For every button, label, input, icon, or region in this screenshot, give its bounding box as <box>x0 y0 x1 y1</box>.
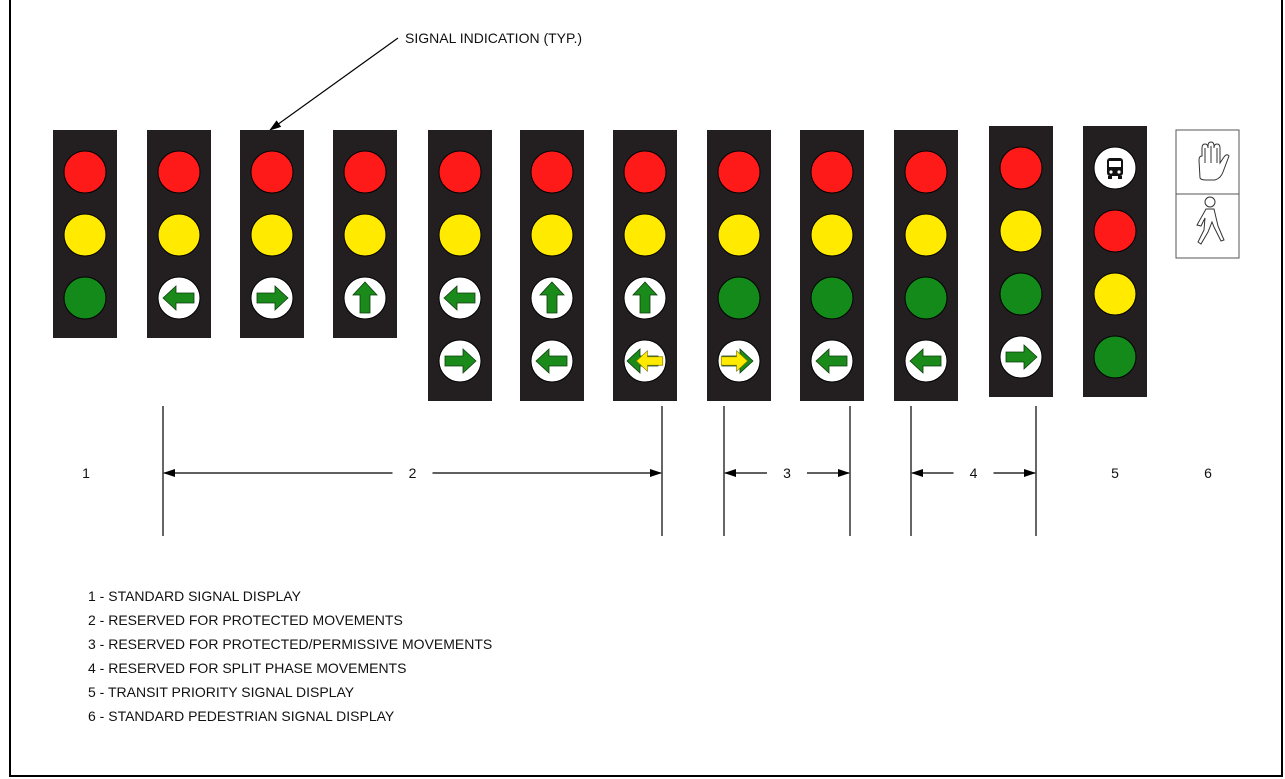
group-2: 2 <box>162 406 663 536</box>
signal-3 <box>240 130 304 338</box>
lens-yellow <box>63 213 107 257</box>
lens-green <box>717 276 761 320</box>
lens-red <box>157 150 201 194</box>
lens-arrow-left <box>157 276 201 320</box>
group-6: 6 <box>1204 465 1212 481</box>
lens-yellow <box>530 213 574 257</box>
group-label: 5 <box>1111 465 1119 481</box>
group-label: 3 <box>783 465 791 481</box>
lens-red <box>250 150 294 194</box>
pedestrian-signal <box>1175 129 1240 259</box>
lens-red <box>717 150 761 194</box>
callout-label: SIGNAL INDICATION (TYP.) <box>405 30 582 46</box>
lens-red <box>343 150 387 194</box>
signal-11 <box>989 126 1053 397</box>
group-1: 1 <box>82 465 90 481</box>
lens-arrow-right <box>999 335 1043 379</box>
signal-12 <box>1083 126 1147 397</box>
lens-flash-left <box>623 339 667 383</box>
group-label: 1 <box>82 465 90 481</box>
legend-item: 4 - RESERVED FOR SPLIT PHASE MOVEMENTS <box>88 660 407 676</box>
signal-8 <box>707 130 771 401</box>
group-5: 5 <box>1111 465 1119 481</box>
lens-arrow-up <box>623 276 667 320</box>
legend-item: 1 - STANDARD SIGNAL DISPLAY <box>88 588 301 604</box>
lens-arrow-right <box>438 339 482 383</box>
hand-icon <box>1198 141 1230 181</box>
lens-red <box>999 146 1043 190</box>
lens-red <box>438 150 482 194</box>
lens-green <box>999 272 1043 316</box>
lens-yellow <box>810 213 854 257</box>
lens-red <box>810 150 854 194</box>
lens-red <box>530 150 574 194</box>
signal-4 <box>333 130 397 338</box>
legend-item: 3 - RESERVED FOR PROTECTED/PERMISSIVE MO… <box>88 636 493 652</box>
group-4: 4 <box>910 406 1037 536</box>
lens-yellow <box>904 213 948 257</box>
legend: 1 - STANDARD SIGNAL DISPLAY 2 - RESERVED… <box>88 586 492 730</box>
lens-arrow-up <box>343 276 387 320</box>
group-3: 3 <box>723 406 851 536</box>
lens-green <box>63 276 107 320</box>
lens-green <box>810 276 854 320</box>
legend-item: 5 - TRANSIT PRIORITY SIGNAL DISPLAY <box>88 684 355 700</box>
lens-green <box>1093 335 1137 379</box>
lens-red <box>63 150 107 194</box>
signal-6 <box>520 130 584 401</box>
callout-leader <box>269 37 399 131</box>
walking-person-icon <box>1196 196 1225 245</box>
signal-2 <box>147 130 211 338</box>
lens-yellow <box>999 209 1043 253</box>
bus-icon <box>1107 158 1123 179</box>
lens-arrow-right <box>250 276 294 320</box>
lens-yellow <box>623 213 667 257</box>
signal-7 <box>613 130 677 401</box>
signal-10 <box>894 130 958 401</box>
lens-yellow <box>250 213 294 257</box>
drawing-frame <box>9 0 1283 777</box>
lens-green <box>904 276 948 320</box>
lens-arrow-up <box>530 276 574 320</box>
group-label: 6 <box>1204 465 1212 481</box>
legend-item: 2 - RESERVED FOR PROTECTED MOVEMENTS <box>88 612 403 628</box>
lens-arrow-left <box>904 339 948 383</box>
lens-red <box>623 150 667 194</box>
lens-yellow <box>157 213 201 257</box>
signal-9 <box>800 130 864 401</box>
lens-yellow <box>343 213 387 257</box>
signal-1 <box>53 130 117 338</box>
lens-arrow-left <box>810 339 854 383</box>
group-label: 4 <box>970 465 978 481</box>
lens-flash-right <box>717 339 761 383</box>
lens-arrow-left <box>438 276 482 320</box>
group-label: 2 <box>409 465 417 481</box>
lens-bus <box>1093 146 1137 190</box>
legend-item: 6 - STANDARD PEDESTRIAN SIGNAL DISPLAY <box>88 708 395 724</box>
lens-yellow <box>717 213 761 257</box>
signal-5 <box>428 130 492 401</box>
dimension-layer: 1 2 3 4 5 6 <box>82 406 1212 536</box>
lens-red <box>1093 209 1137 253</box>
lens-yellow <box>1093 272 1137 316</box>
lens-arrow-left <box>530 339 574 383</box>
lens-yellow <box>438 213 482 257</box>
lens-red <box>904 150 948 194</box>
signals-layer <box>53 126 1147 401</box>
